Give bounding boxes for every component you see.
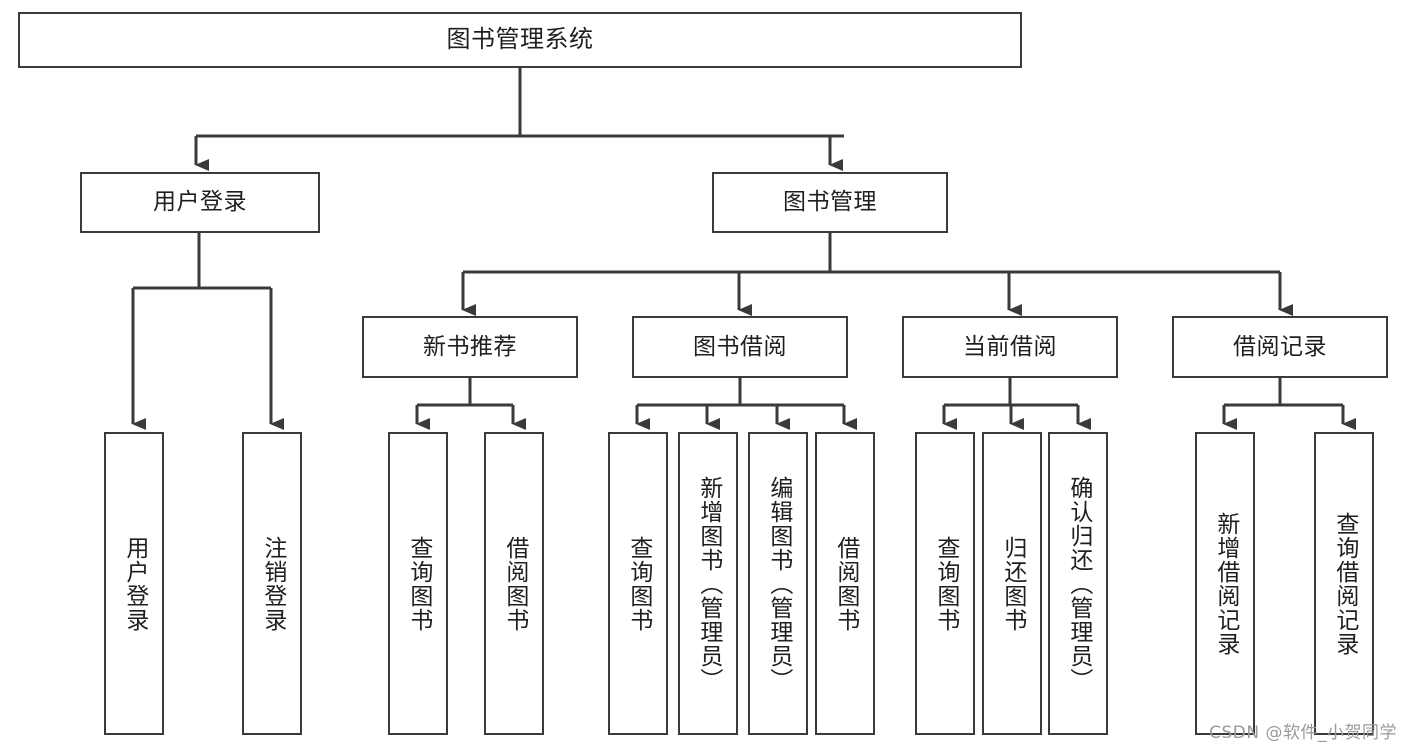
node-label: 用户登录 xyxy=(153,189,247,216)
leaf-borrow-book[interactable]: 借阅图书 xyxy=(815,432,875,735)
node-label: 当前借阅 xyxy=(963,333,1057,360)
node-label: 注销登录 xyxy=(259,535,286,632)
leaf-logout[interactable]: 注销登录 xyxy=(242,432,302,735)
node-user-login[interactable]: 用户登录 xyxy=(80,172,320,233)
leaf-borrow-book-recommend[interactable]: 借阅图书 xyxy=(484,432,544,735)
node-label: 借阅记录 xyxy=(1233,333,1327,360)
node-label: 图书管理 xyxy=(783,189,877,216)
leaf-user-login[interactable]: 用户登录 xyxy=(104,432,164,735)
node-label: 查询借阅记录 xyxy=(1331,511,1358,656)
leaf-query-borrow-record[interactable]: 查询借阅记录 xyxy=(1314,432,1374,735)
node-label: 归还图书 xyxy=(999,535,1026,632)
node-label: 编辑图书（管理员） xyxy=(765,475,792,692)
node-new-book-recommend[interactable]: 新书推荐 xyxy=(362,316,578,378)
node-borrow-record[interactable]: 借阅记录 xyxy=(1172,316,1388,378)
node-label: 确认归还（管理员） xyxy=(1065,475,1092,692)
leaf-query-book-recommend[interactable]: 查询图书 xyxy=(388,432,448,735)
node-label: 新书推荐 xyxy=(423,333,517,360)
leaf-add-book-admin[interactable]: 新增图书（管理员） xyxy=(678,432,738,735)
node-label: 用户登录 xyxy=(121,535,148,632)
leaf-query-book-borrow[interactable]: 查询图书 xyxy=(608,432,668,735)
csdn-watermark: CSDN @软件_小贺同学 xyxy=(1209,723,1397,743)
node-label: 借阅图书 xyxy=(501,535,528,632)
leaf-return-book[interactable]: 归还图书 xyxy=(982,432,1042,735)
leaf-query-book-current[interactable]: 查询图书 xyxy=(915,432,975,735)
node-label: 查询图书 xyxy=(405,535,432,632)
node-label: 新增借阅记录 xyxy=(1212,511,1239,656)
node-book-management-system[interactable]: 图书管理系统 xyxy=(18,12,1022,68)
leaf-add-borrow-record[interactable]: 新增借阅记录 xyxy=(1195,432,1255,735)
node-current-borrow[interactable]: 当前借阅 xyxy=(902,316,1118,378)
node-label: 查询图书 xyxy=(625,535,652,632)
node-label: 图书借阅 xyxy=(693,333,787,360)
node-book-management[interactable]: 图书管理 xyxy=(712,172,948,233)
leaf-confirm-return-admin[interactable]: 确认归还（管理员） xyxy=(1048,432,1108,735)
node-label: 借阅图书 xyxy=(832,535,859,632)
node-label: 图书管理系统 xyxy=(446,25,594,54)
node-label: 查询图书 xyxy=(932,535,959,632)
node-book-borrow[interactable]: 图书借阅 xyxy=(632,316,848,378)
leaf-edit-book-admin[interactable]: 编辑图书（管理员） xyxy=(748,432,808,735)
node-label: 新增图书（管理员） xyxy=(695,475,722,692)
